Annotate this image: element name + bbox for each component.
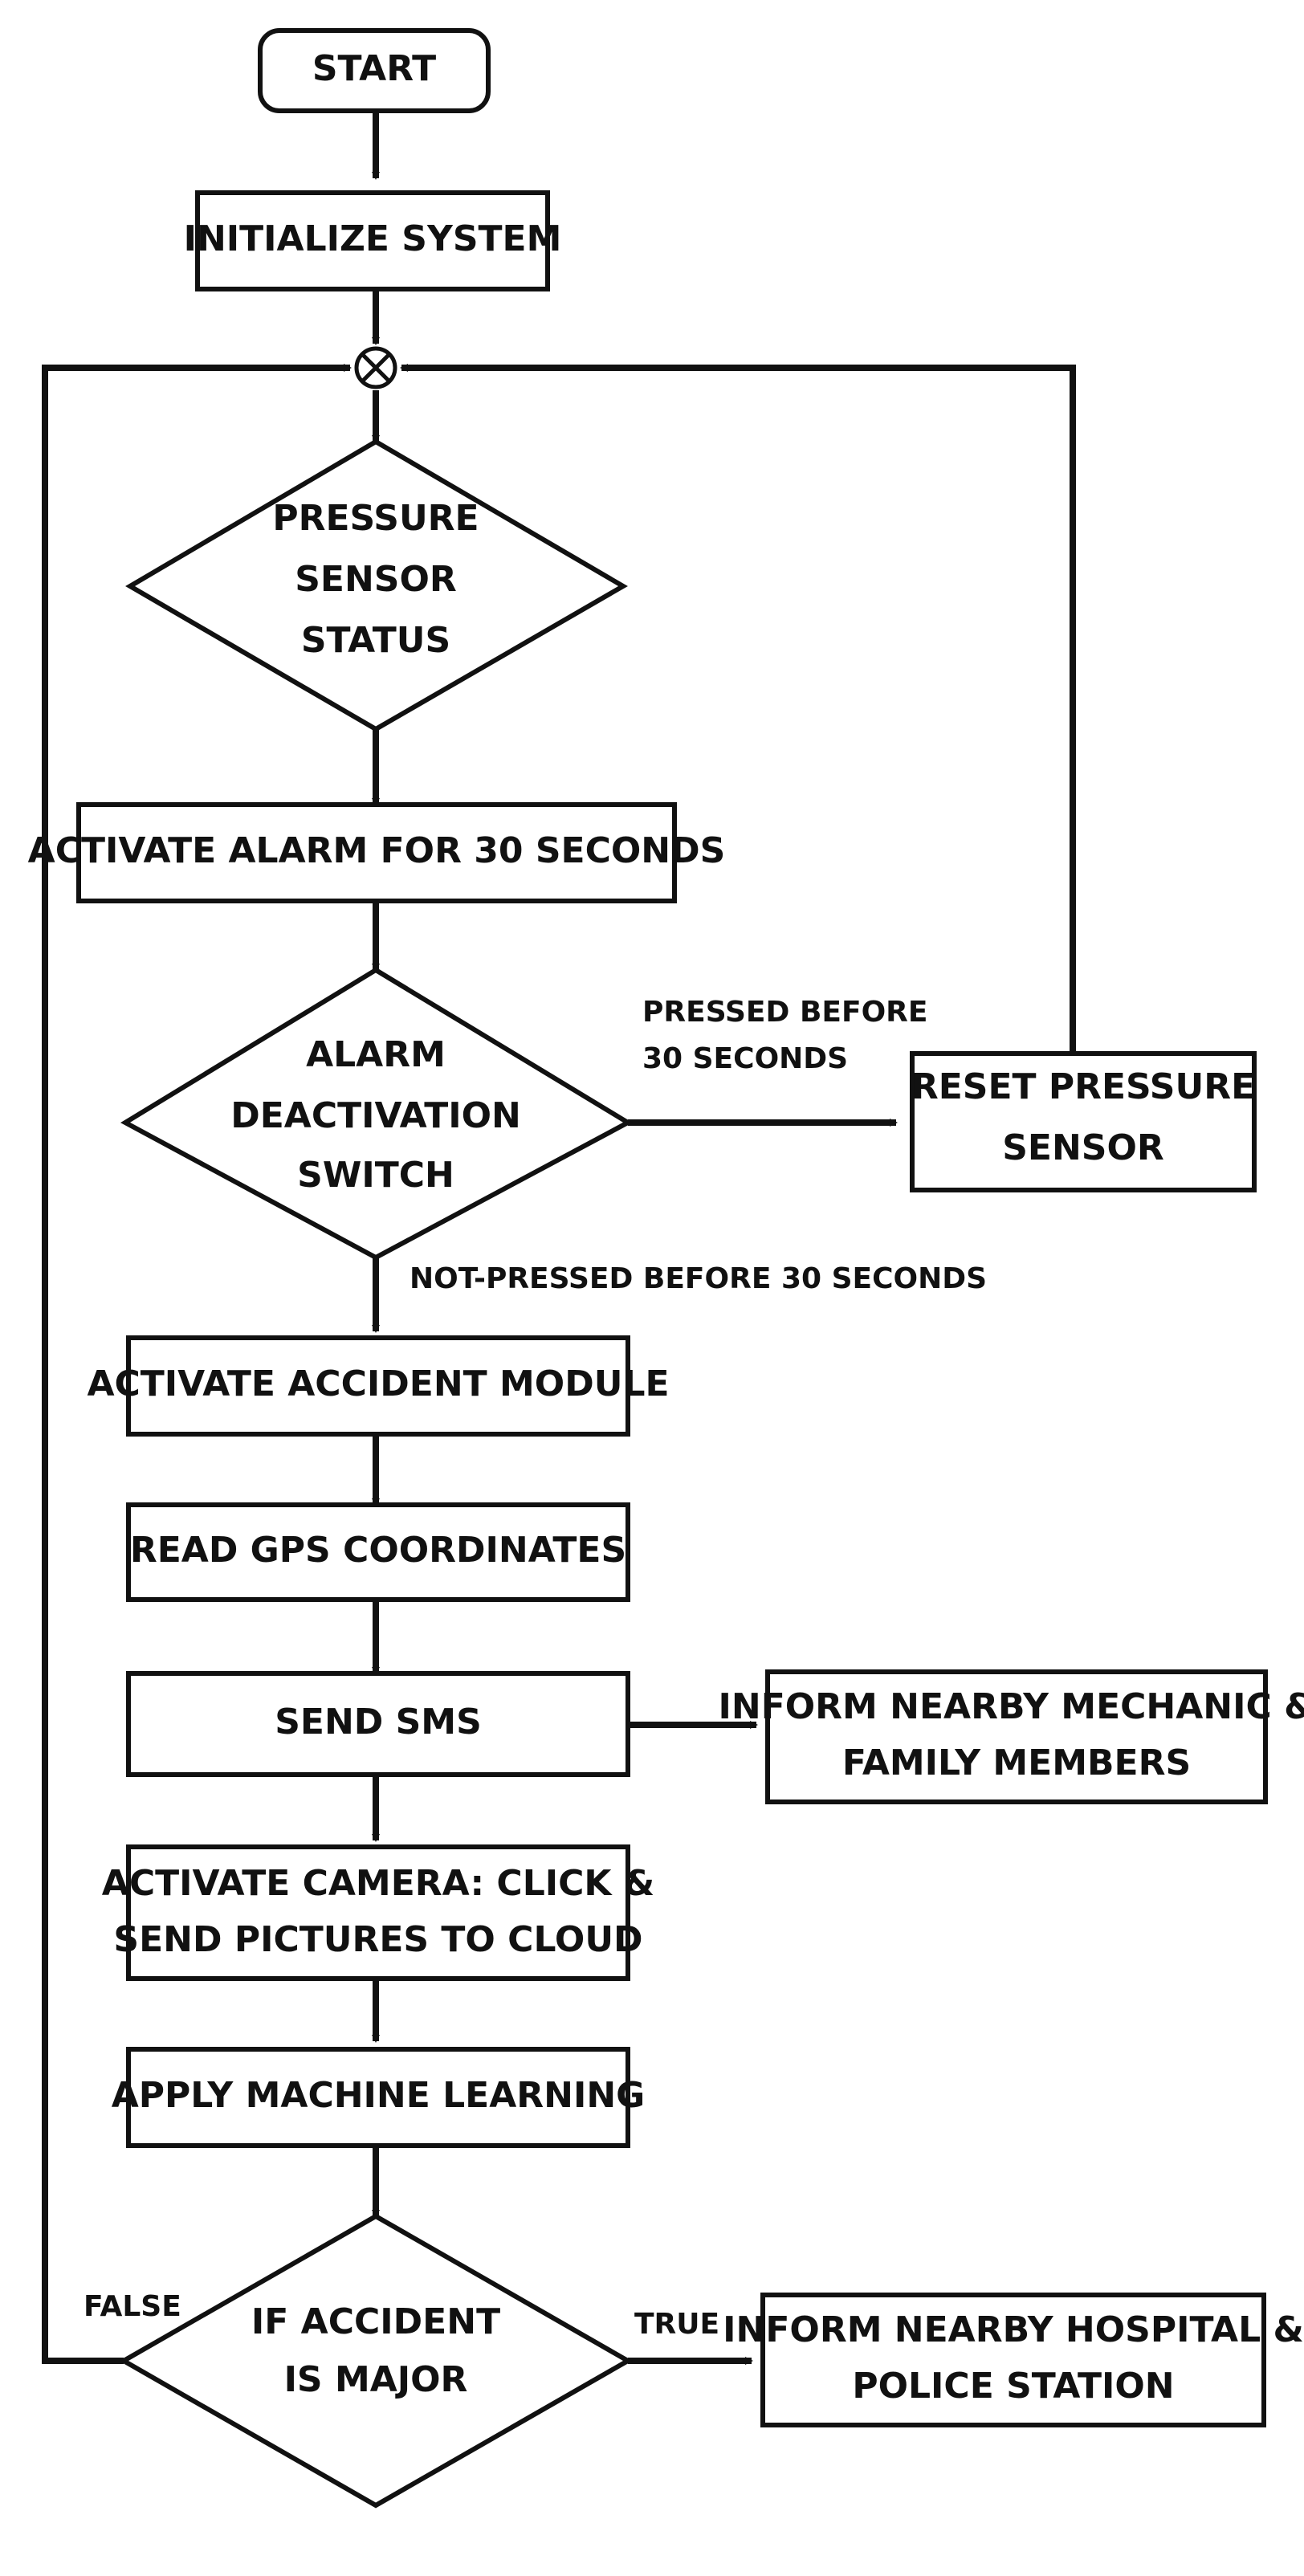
edge-major-junction xyxy=(42,364,352,2364)
ml-label: APPLY MACHINE LEARNING xyxy=(112,2075,646,2116)
false-label: FALSE xyxy=(84,2290,181,2323)
camera-label-line-2: SEND PICTURES TO CLOUD xyxy=(113,1919,642,1960)
pressure-label-line-3: STATUS xyxy=(301,620,450,661)
major-label-line-1: IF ACCIDENT xyxy=(251,2301,500,2342)
major-label-line-2: IS MAJOR xyxy=(284,2359,468,2400)
pressed-before-label-line-2: 30 SECONDS xyxy=(642,1042,848,1075)
reset-pressure-sensor-node: RESET PRESSURE SENSOR xyxy=(910,1051,1257,1192)
send-sms-label: SEND SMS xyxy=(275,1702,482,1742)
apply-machine-learning-node: APPLY MACHINE LEARNING xyxy=(112,2047,646,2148)
not-pressed-label: NOT-PRESSED BEFORE 30 SECONDS xyxy=(410,1262,987,1295)
hospital-label-line-2: POLICE STATION xyxy=(852,2366,1174,2407)
hospital-label-line-1: INFORM NEARBY HOSPITAL & xyxy=(723,2309,1304,2350)
deact-label-line-1: ALARM xyxy=(306,1034,446,1075)
reset-label-line-1: RESET PRESSURE xyxy=(911,1066,1255,1107)
pressure-label-line-1: PRESSURE xyxy=(272,498,479,539)
inform-mechanic-node: INFORM NEARBY MECHANIC & FAMILY MEMBERS xyxy=(719,1669,1304,1804)
initialize-system-label: INITIALIZE SYSTEM xyxy=(184,218,562,259)
mechanic-label-line-2: FAMILY MEMBERS xyxy=(842,1742,1191,1783)
activate-camera-node: ACTIVATE CAMERA: CLICK & SEND PICTURES T… xyxy=(102,1844,654,1981)
accident-module-label: ACTIVATE ACCIDENT MODULE xyxy=(87,1363,669,1404)
connectors xyxy=(42,111,1076,2365)
deact-label-line-2: DEACTIVATION xyxy=(230,1095,521,1136)
pressed-before-label-line-1: PRESSED BEFORE xyxy=(642,996,927,1029)
mechanic-label-line-1: INFORM NEARBY MECHANIC & xyxy=(719,1686,1304,1727)
pressure-sensor-status-decision: PRESSURE SENSOR STATUS xyxy=(125,438,628,732)
accident-major-decision: IF ACCIDENT IS MAJOR xyxy=(118,2213,634,2509)
true-label: TRUE xyxy=(634,2308,719,2341)
reset-label-line-2: SENSOR xyxy=(1002,1127,1164,1168)
alarm-deactivation-switch-decision: ALARM DEACTIVATION SWITCH xyxy=(120,967,634,1261)
read-gps-label: READ GPS COORDINATES xyxy=(130,1530,626,1571)
activate-accident-module-node: ACTIVATE ACCIDENT MODULE xyxy=(87,1335,670,1437)
loop-junction xyxy=(354,346,397,389)
activate-alarm-node: ACTIVATE ALARM FOR 30 SECONDS xyxy=(28,802,726,903)
edge-labels: PRESSED BEFORE 30 SECONDS NOT-PRESSED BE… xyxy=(84,996,987,2341)
deact-label-line-3: SWITCH xyxy=(297,1155,454,1196)
start-label: START xyxy=(312,48,436,89)
initialize-system-node: INITIALIZE SYSTEM xyxy=(184,190,562,291)
start-node: START xyxy=(258,28,491,113)
camera-label-line-1: ACTIVATE CAMERA: CLICK & xyxy=(102,1863,654,1904)
send-sms-node: SEND SMS xyxy=(126,1671,630,1777)
read-gps-node: READ GPS COORDINATES xyxy=(126,1502,630,1602)
inform-hospital-node: INFORM NEARBY HOSPITAL & POLICE STATION xyxy=(723,2293,1304,2427)
pressure-label-line-2: SENSOR xyxy=(295,559,457,600)
activate-alarm-label: ACTIVATE ALARM FOR 30 SECONDS xyxy=(28,830,726,871)
edge-reset-junction xyxy=(400,364,1076,1054)
